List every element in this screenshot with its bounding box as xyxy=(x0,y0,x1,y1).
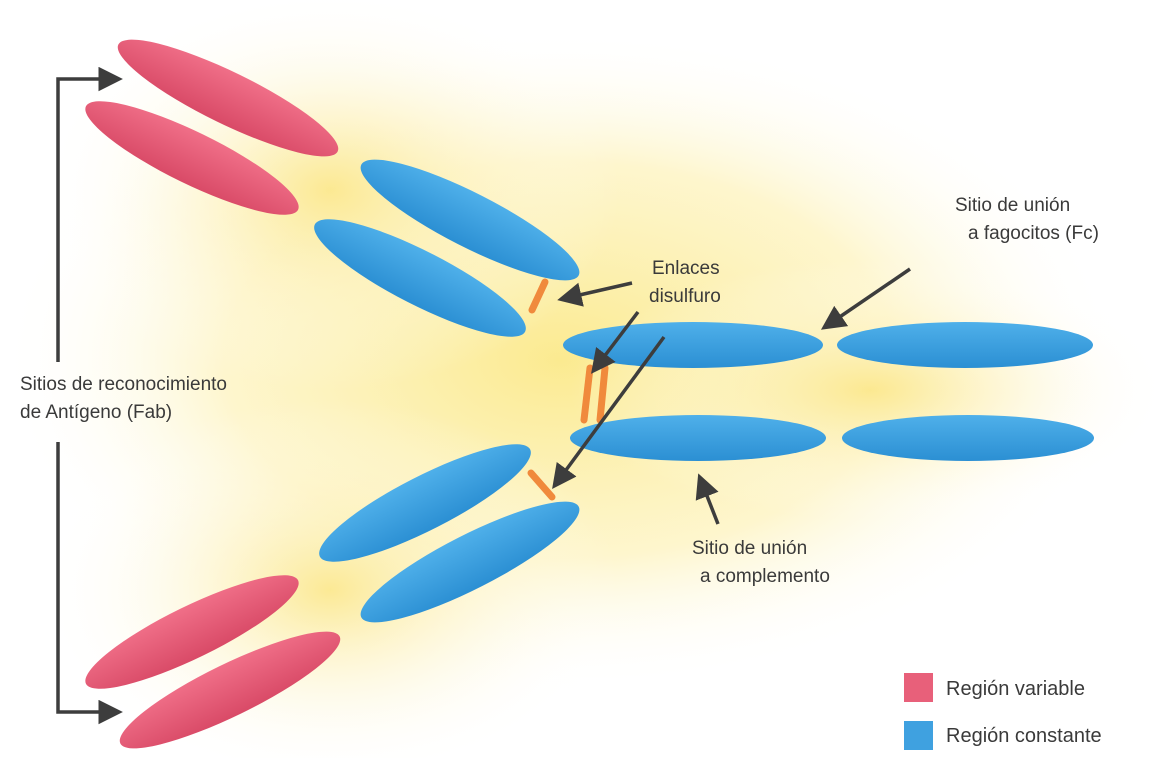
constant-region-fc-lower-left xyxy=(570,415,826,461)
legend-label-constant: Región constante xyxy=(946,725,1102,747)
constant-region-fc-lower-right xyxy=(842,415,1094,461)
legend-label-variable: Región variable xyxy=(946,678,1085,700)
complement-label-line2: a complemento xyxy=(700,566,830,587)
disulfide-label-line1: Enlaces xyxy=(652,258,720,279)
fab-label-line2: de Antígeno (Fab) xyxy=(20,402,172,423)
disulfide-label-line2: disulfuro xyxy=(649,286,721,307)
legend-swatch-constant xyxy=(904,721,933,750)
constant-region-fc-upper-right xyxy=(837,322,1093,368)
fc-label-line1: Sitio de unión xyxy=(955,195,1070,216)
fc-label-line2: a fagocitos (Fc) xyxy=(968,223,1099,244)
legend: Región variable Región constante xyxy=(904,673,1102,750)
legend-swatch-variable xyxy=(904,673,933,702)
fab-label-line1: Sitios de reconocimiento xyxy=(20,374,227,395)
complement-label-line1: Sitio de unión xyxy=(692,538,807,559)
disulfide-bond-hinge-2 xyxy=(600,368,605,420)
